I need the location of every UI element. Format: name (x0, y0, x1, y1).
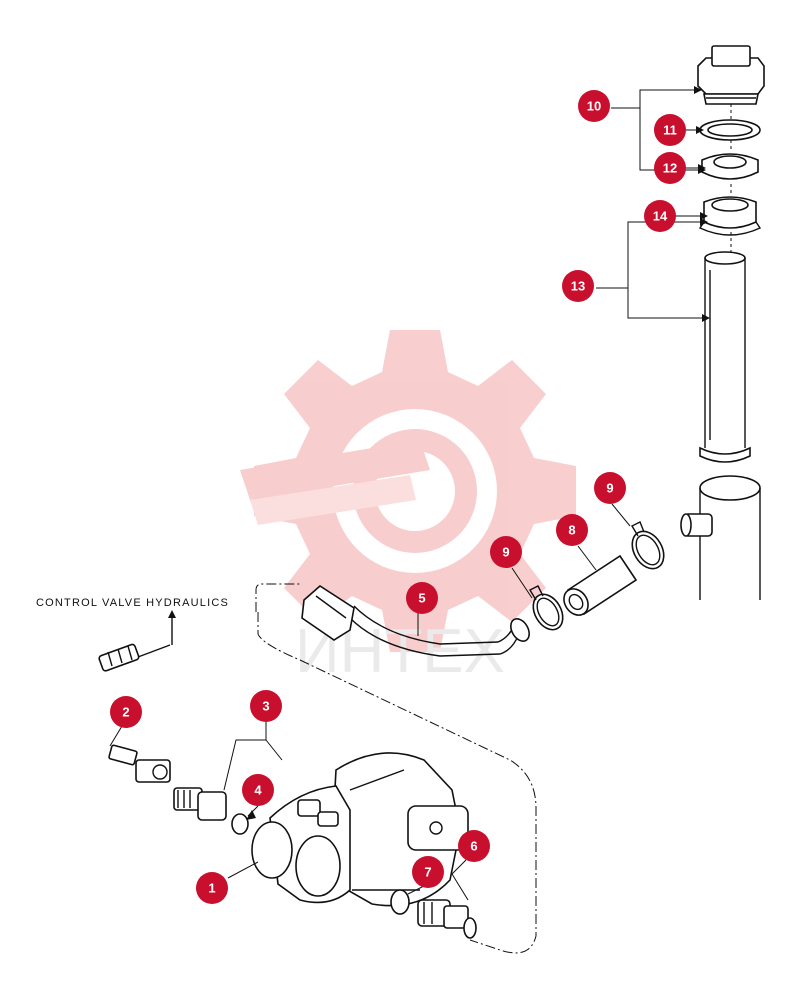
callout-13[interactable]: 13 (562, 270, 594, 302)
callout-7[interactable]: 7 (412, 856, 444, 888)
hose-section (563, 554, 638, 616)
watermark-gear-icon (240, 330, 576, 652)
callout-label: 14 (653, 209, 668, 224)
pressure-hose (67, 610, 176, 783)
adapter-fitting (173, 787, 227, 821)
callout-label: 11 (663, 123, 677, 138)
filter-tube (699, 251, 751, 463)
filter-cap-assembly (697, 45, 765, 252)
o-ring-left (231, 813, 249, 835)
callout-label: 10 (587, 99, 601, 114)
callout-label: 7 (424, 865, 431, 880)
hose-clamp-upper (631, 521, 665, 570)
callout-label: 1 (208, 881, 215, 896)
callout-4[interactable]: 4 (242, 774, 274, 806)
callout-1[interactable]: 1 (196, 872, 228, 904)
callout-2[interactable]: 2 (110, 696, 142, 728)
callout-label: 3 (262, 699, 269, 714)
callout-label: 9 (606, 481, 613, 496)
assembly-outline (255, 583, 537, 954)
callout-8[interactable]: 8 (556, 514, 588, 546)
o-ring-right (390, 889, 410, 915)
callout-label: 8 (568, 523, 575, 538)
callouts: 1 2 3 4 5 6 7 8 9 9 10 11 12 13 14 (110, 90, 686, 904)
callout-label: 5 (418, 591, 425, 606)
callout-label: 13 (571, 279, 585, 294)
callout-11[interactable]: 11 (654, 114, 686, 146)
callout-5[interactable]: 5 (406, 582, 438, 614)
return-tube (301, 585, 530, 657)
watermark: ИНТЕХ (240, 330, 576, 686)
callout-12[interactable]: 12 (654, 152, 686, 184)
outlet-fitting (417, 899, 477, 939)
hydraulic-pump (251, 752, 469, 907)
callout-10[interactable]: 10 (578, 90, 610, 122)
hose-clamp-lower (529, 585, 564, 631)
callout-label: 12 (663, 161, 677, 176)
leader-arrows (246, 86, 710, 820)
callout-label: 6 (470, 839, 477, 854)
callout-9-lower[interactable]: 9 (490, 536, 522, 568)
callout-9-upper[interactable]: 9 (594, 472, 626, 504)
callout-14[interactable]: 14 (644, 200, 676, 232)
callout-3[interactable]: 3 (250, 690, 282, 722)
callout-label: 9 (502, 545, 509, 560)
callout-label: 4 (254, 783, 262, 798)
reservoir-pipe (680, 475, 761, 600)
callout-6[interactable]: 6 (458, 830, 490, 862)
control-valve-label: CONTROL VALVE HYDRAULICS (36, 597, 229, 609)
callout-label: 2 (122, 705, 129, 720)
